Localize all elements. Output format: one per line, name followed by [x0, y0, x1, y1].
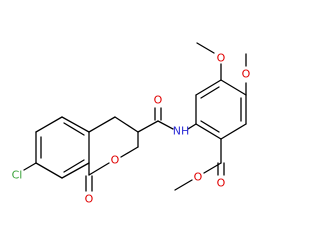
bond [196, 42, 215, 54]
bond [187, 123, 197, 130]
bond [35, 162, 63, 179]
bond [88, 116, 116, 133]
bond [61, 162, 90, 179]
bond [220, 79, 247, 96]
bond [114, 116, 139, 133]
bond [200, 86, 220, 99]
amide-oxygen-atom-label: O [154, 94, 163, 107]
bond [88, 162, 110, 176]
nh-atom-label: NH [173, 125, 190, 138]
bond [220, 123, 247, 140]
bond [23, 162, 37, 171]
atom-labels: Cl O O O NH O O O O [12, 52, 250, 206]
bond [35, 116, 63, 133]
bond [195, 79, 222, 96]
bond [63, 122, 85, 136]
bond [63, 159, 85, 173]
right-methoxy-oxygen-atom-label: O [242, 68, 250, 81]
bond [157, 120, 174, 130]
lactone-carbonyl-oxygen-atom-label: O [85, 193, 94, 206]
bond [203, 162, 222, 174]
bond [61, 116, 90, 133]
chemical-structure-diagram: Cl O O O NH O O O O [12, 42, 250, 206]
bond [174, 179, 193, 191]
bond [120, 146, 139, 158]
bond [195, 123, 222, 140]
bonds [23, 42, 247, 192]
cl-atom-label: Cl [12, 169, 23, 182]
ester-carbonyl-oxygen-atom-label: O [217, 177, 226, 190]
ring-oxygen-atom-label: O [111, 154, 120, 167]
bond [137, 120, 159, 133]
ester-oxygen-atom-label: O [194, 171, 203, 184]
bond [200, 120, 220, 133]
upper-methoxy-oxygen-atom-label: O [217, 52, 226, 65]
